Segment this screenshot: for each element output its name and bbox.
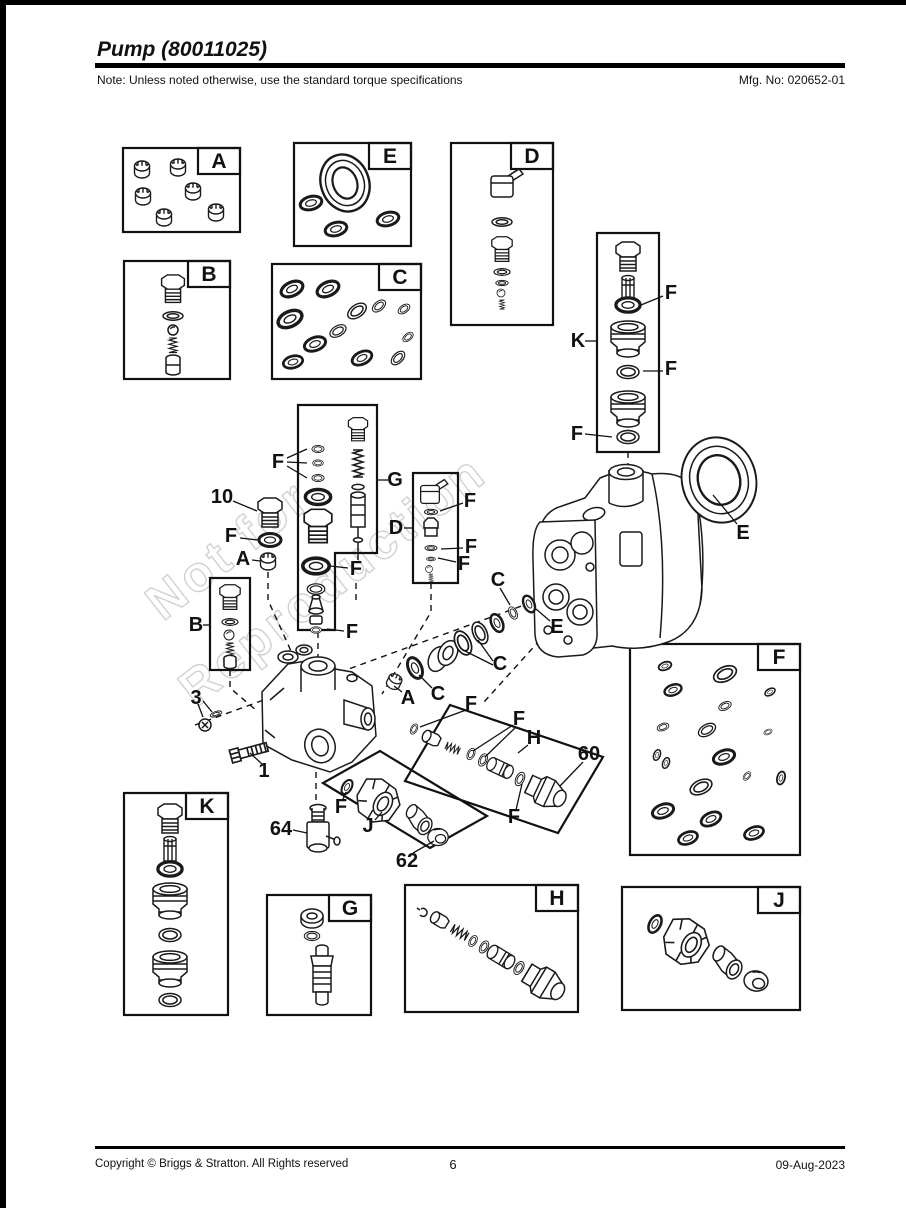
callout-F: F (571, 423, 583, 445)
callout-F: F (335, 796, 347, 818)
callout-C: C (491, 569, 505, 591)
pump-body (532, 463, 704, 658)
torque-note: Note: Unless noted otherwise, use the st… (97, 73, 463, 87)
callout-K: K (571, 330, 586, 352)
callout-E: E (736, 522, 749, 544)
box-label-E: E (383, 145, 397, 168)
group-box-E: E (292, 141, 413, 248)
box-label-K: K (199, 795, 214, 818)
callout-B: B (189, 614, 203, 636)
group-c-seal-stack (384, 592, 539, 693)
group-box-C: C (270, 262, 423, 381)
box-label-B: B (201, 263, 216, 286)
box-label-A: A (211, 150, 226, 173)
callout-F: F (458, 553, 470, 575)
callout-F: F (665, 282, 677, 304)
callout-10: 10 (211, 486, 233, 508)
box-label-G: G (342, 897, 358, 920)
group-b-valve (208, 576, 252, 672)
callout-F: F (465, 693, 477, 715)
callout-3: 3 (190, 687, 201, 709)
callout-F: F (346, 621, 358, 643)
scan-edge-left (0, 0, 6, 1208)
box-label-J: J (773, 889, 785, 912)
footer-date: 09-Aug-2023 (775, 1158, 845, 1172)
group-box-F: F (628, 642, 802, 857)
group-boxes: A E B C D F K G H J (121, 141, 802, 1017)
group-box-G: G (265, 893, 373, 1017)
group-b-parts (160, 274, 186, 376)
callout-F: F (465, 536, 477, 558)
manifold (261, 644, 377, 773)
scan-edge-top (0, 0, 906, 5)
group-box-H: H (403, 883, 580, 1014)
callout-60: 60 (578, 743, 600, 765)
group-h-inline (403, 703, 605, 835)
callout-D: D (389, 517, 403, 539)
callout-F: F (508, 806, 520, 828)
callout-62: 62 (396, 850, 418, 872)
fitting-64 (306, 803, 341, 853)
callout-J: J (362, 815, 373, 837)
group-j-inline (320, 749, 490, 850)
callout-F: F (350, 558, 362, 580)
callout-64: 64 (270, 818, 293, 840)
group-box-B: B (122, 259, 232, 381)
group-box-A: A (121, 146, 242, 234)
group-box-K: K (122, 791, 230, 1017)
callout-F: F (665, 358, 677, 380)
group-box-J: J (620, 885, 802, 1012)
footer-rule (95, 1146, 845, 1149)
callout-F: F (464, 490, 476, 512)
callout-C: C (493, 653, 507, 675)
callout-C: C (431, 683, 445, 705)
mfg-number: Mfg. No: 020652-01 (738, 73, 845, 87)
callout-G: G (387, 469, 403, 491)
callout-F: F (272, 451, 284, 473)
group-c-parts (273, 276, 416, 372)
group-box-D: D (449, 141, 555, 327)
group-j-parts (644, 911, 771, 994)
callout-F: F (225, 525, 237, 547)
callout-F: F (513, 708, 525, 730)
footer-copyright: Copyright © Briggs & Stratton. All Right… (95, 1158, 349, 1170)
callout-1: 1 (258, 760, 269, 782)
callout-A: A (401, 687, 415, 709)
group-g-parts (300, 908, 334, 1006)
box-label-H: H (549, 887, 564, 910)
page-title: Pump (80011025) (97, 38, 268, 61)
box-label-F: F (773, 646, 786, 669)
callout-A: A (236, 548, 250, 570)
footer-page-number: 6 (449, 1157, 457, 1172)
screw-3 (198, 709, 223, 732)
leader-lines (197, 295, 738, 854)
group-e-parts (297, 153, 402, 240)
group-a-parts (133, 157, 225, 227)
group-d-parts (490, 168, 524, 310)
group-g-valve (296, 403, 379, 634)
group-h-parts (416, 907, 572, 1008)
seal-e-large (680, 436, 758, 524)
box-label-D: D (524, 145, 539, 168)
group-f-parts (648, 659, 788, 849)
group-k-parts (152, 803, 188, 1008)
group-k-column (595, 231, 661, 454)
box-label-C: C (392, 266, 407, 289)
title-rule (95, 63, 845, 68)
callout-H: H (527, 727, 541, 749)
callout-E: E (550, 616, 563, 638)
